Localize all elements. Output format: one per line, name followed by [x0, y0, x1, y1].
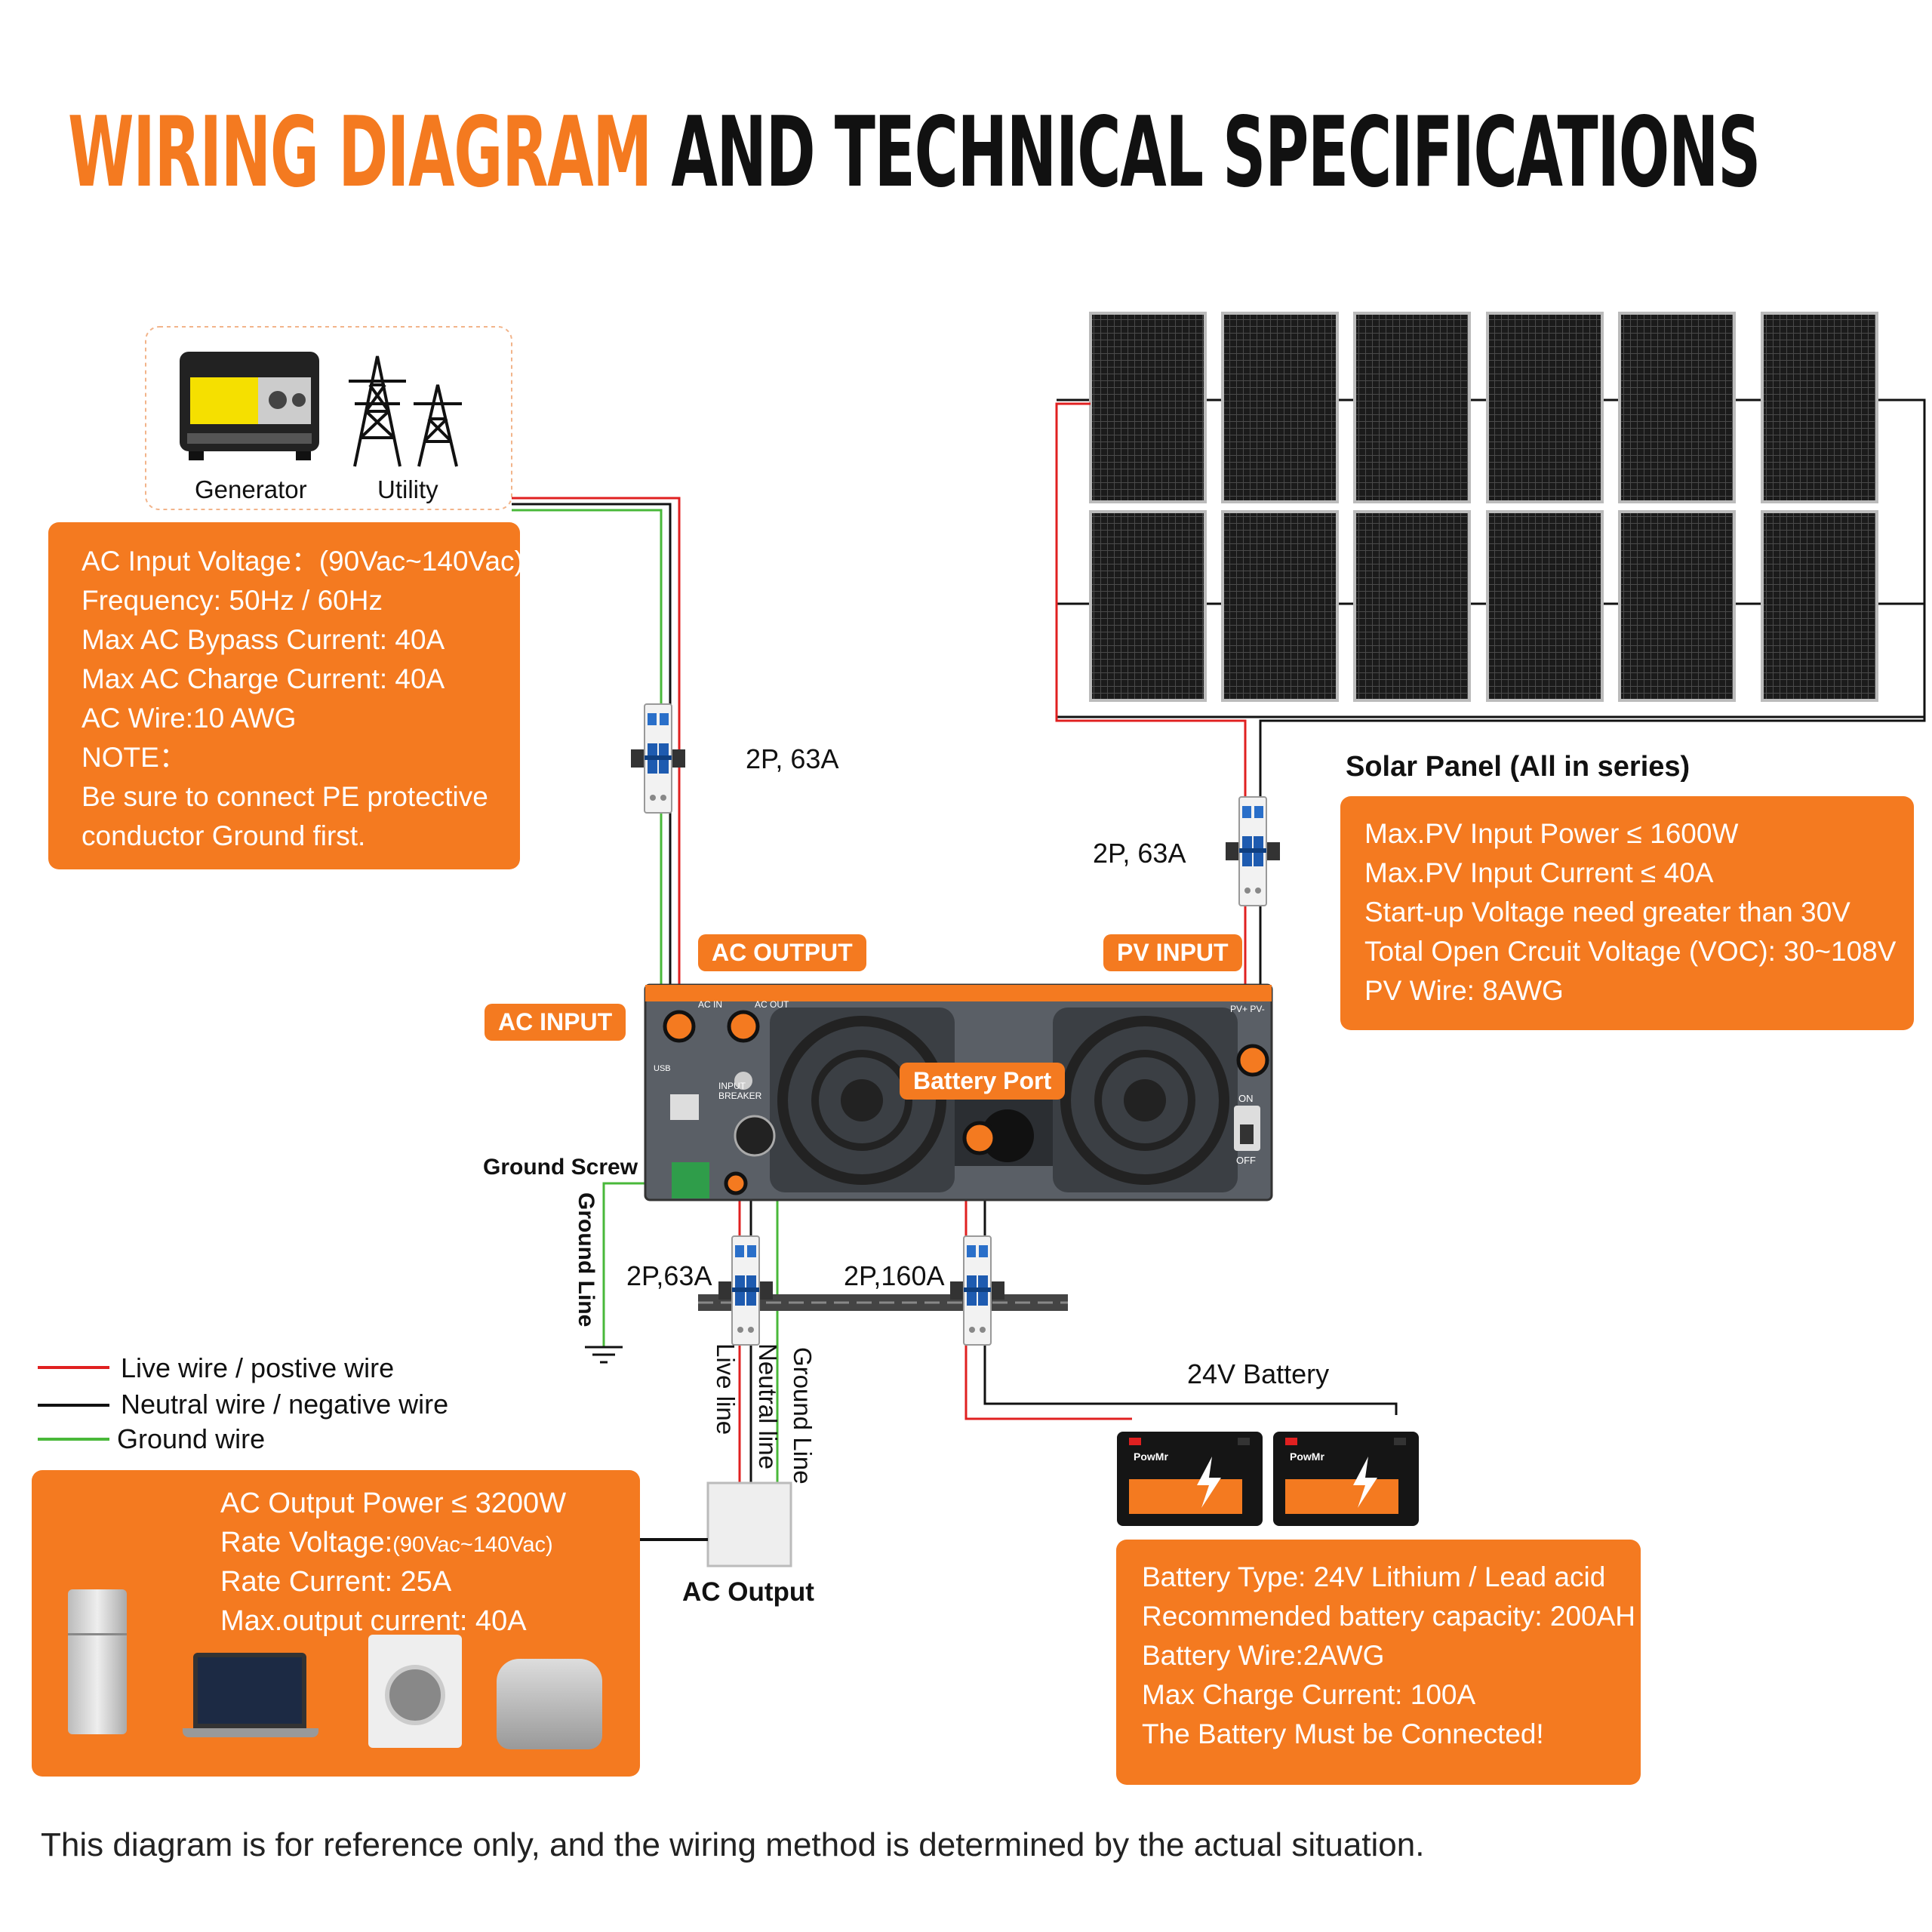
pv-port [1236, 1044, 1269, 1077]
ac-output-power: AC Output Power ≤ 3200W [220, 1487, 567, 1519]
legend-lines [38, 1366, 109, 1441]
ac-input-tag: AC INPUT [485, 1004, 626, 1041]
legend-live: Live wire / postive wire [121, 1352, 395, 1383]
utility-icon [349, 355, 462, 467]
pv-port-label: PV+ PV- [1230, 1004, 1265, 1014]
battery-spec-line: Battery Wire:2AWG [1142, 1640, 1385, 1671]
ac-output-breaker [718, 1235, 774, 1346]
ac-input-line: AC Input Voltage：(90Vac~140Vac) [82, 546, 524, 577]
usb-label: USB [654, 1064, 671, 1073]
ac-input-line: Frequency: 50Hz / 60Hz [82, 585, 383, 616]
laptop-icon [193, 1653, 306, 1728]
ground-screw [724, 1171, 748, 1195]
ac-input-line: Max AC Charge Current: 40A [82, 663, 445, 694]
off-label: OFF [1236, 1155, 1256, 1166]
input-breaker-label: INPUT BREAKER [718, 1081, 762, 1101]
ac-input-breaker-label: 2P, 63A [746, 743, 839, 774]
title-highlight: WIRING DIAGRAM [68, 97, 652, 209]
rate-voltage-value: (90Vac~140Vac) [392, 1533, 553, 1557]
pv-spec-box: Max.PV Input Power ≤ 1600W Max.PV Input … [1340, 796, 1914, 1030]
battery-spec-line: Max Charge Current: 100A [1142, 1679, 1476, 1710]
ac-output-spec-box: AC Output Power ≤ 3200W Rate Voltage:(90… [32, 1470, 640, 1777]
battery-spec-line: The Battery Must be Connected! [1142, 1718, 1544, 1749]
rate-voltage-label: Rate Voltage: [220, 1527, 393, 1558]
refrigerator-icon [68, 1589, 127, 1734]
ac-output-label: AC Output [682, 1577, 814, 1607]
pv-spec-line: Max.PV Input Current ≤ 40A [1364, 857, 1714, 888]
ac-input-line: Be sure to connect PE protective [82, 781, 488, 812]
pv-spec-line: PV Wire: 8AWG [1364, 975, 1564, 1006]
battery-brand-1: PowMr [1134, 1451, 1168, 1463]
legend-ground: Ground wire [117, 1423, 266, 1454]
ac-input-line: AC Wire:10 AWG [82, 703, 297, 734]
battery-title: 24V Battery [1187, 1358, 1330, 1389]
ground-screw-label: Ground Screw [483, 1155, 638, 1180]
pv-spec-line: Start-up Voltage need greater than 30V [1364, 897, 1850, 928]
ac-input-breaker [630, 703, 686, 814]
max-output-current: Max.output current: 40A [220, 1605, 527, 1637]
ground-line-output-label: Ground Line [789, 1347, 817, 1484]
pv-breaker-label: 2P, 63A [1093, 838, 1186, 869]
laptop-base-icon [183, 1728, 318, 1737]
battery-breaker [949, 1235, 1005, 1346]
pv-breaker [1225, 796, 1281, 906]
battery-pack [1117, 1432, 1419, 1526]
generator-label: Generator [195, 475, 307, 503]
pv-input-tag: PV INPUT [1103, 934, 1242, 971]
solar-panel-array [1057, 312, 1926, 718]
solar-panel-title: Solar Panel (All in series) [1346, 751, 1690, 783]
battery-spec-line: Battery Type: 24V Lithium / Lead acid [1142, 1561, 1606, 1592]
ac-in-port-label: AC IN [698, 999, 723, 1010]
washing-machine-icon [368, 1635, 462, 1748]
ac-out-port-label: AC OUT [755, 999, 789, 1010]
battery-breaker-label: 2P,160A [844, 1260, 945, 1291]
battery-spec-line: Recommended battery capacity: 200AH [1142, 1601, 1636, 1632]
ac-output-breaker-label: 2P,63A [626, 1260, 712, 1291]
on-label: ON [1238, 1093, 1254, 1104]
battery-brand-2: PowMr [1290, 1451, 1324, 1463]
ground-line-label: Ground Line [574, 1192, 598, 1327]
disclaimer: This diagram is for reference only, and … [41, 1826, 1425, 1863]
battery-spec-box: Battery Type: 24V Lithium / Lead acid Re… [1116, 1540, 1641, 1785]
generator-icon [180, 352, 319, 460]
battery-port [962, 1121, 997, 1155]
rate-current: Rate Current: 25A [220, 1566, 452, 1598]
ac-input-line: NOTE： [82, 742, 187, 773]
ac-output-tag: AC OUTPUT [698, 934, 866, 971]
pv-spec-line: Max.PV Input Power ≤ 1600W [1364, 818, 1739, 849]
battery-port-tag: Battery Port [900, 1063, 1066, 1100]
ac-out-port [727, 1010, 760, 1043]
rice-cooker-icon [497, 1659, 602, 1749]
ac-input-wires [512, 497, 681, 1019]
legend-neutral: Neutral wire / negative wire [121, 1389, 449, 1420]
pv-spec-line: Total Open Crcuit Voltage (VOC): 30~108V [1364, 936, 1897, 967]
neutral-line-label: Neutral line [754, 1343, 782, 1469]
ac-input-spec-box: AC Input Voltage：(90Vac~140Vac) Frequenc… [48, 522, 524, 869]
page-title: WIRING DIAGRAM AND TECHNICAL SPECIFICATI… [68, 97, 1761, 217]
title-rest: AND TECHNICAL SPECIFICATIONS [671, 97, 1761, 209]
utility-label: Utility [377, 475, 438, 503]
ac-input-line: Max AC Bypass Current: 40A [82, 624, 445, 655]
live-line-label: Live line [712, 1343, 740, 1435]
ac-input-line: conductor Ground first. [82, 820, 366, 851]
ac-in-port [663, 1010, 696, 1043]
